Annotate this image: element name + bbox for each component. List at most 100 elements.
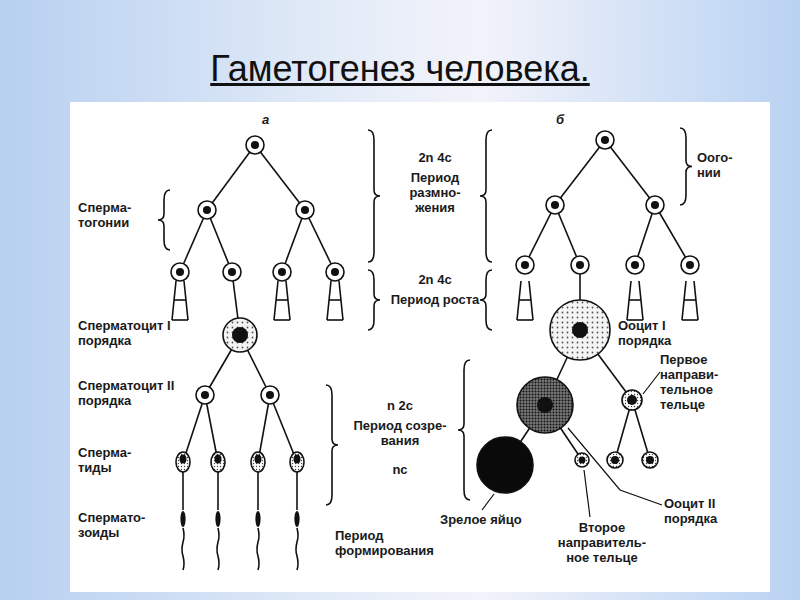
- cell-nucleus: [572, 322, 588, 338]
- lineage-line: [684, 299, 696, 301]
- cell-nucleus: [278, 268, 286, 276]
- cell-body: [223, 318, 257, 352]
- period-brace: [458, 360, 470, 500]
- cell-body: [196, 386, 214, 404]
- lineage-line: [282, 210, 305, 272]
- cell-nucleus: [611, 456, 619, 464]
- diagram-label: Спермато- зоиды: [78, 510, 168, 540]
- diagram-label: Сперма- тиды: [78, 445, 160, 475]
- cell-body: [261, 386, 279, 404]
- lineage-line: [629, 299, 641, 301]
- lineage-line: [174, 299, 186, 301]
- sperm-tail: [257, 528, 259, 570]
- cell-nucleus: [651, 201, 659, 209]
- cell-nucleus: [266, 391, 274, 399]
- cell-body: [571, 256, 589, 274]
- cell-nucleus: [551, 201, 559, 209]
- cell-nucleus: [631, 261, 639, 269]
- sperm-neck: [296, 471, 298, 510]
- cell-body: [607, 452, 623, 468]
- cell-nucleus: [331, 268, 339, 276]
- sperm-head: [180, 511, 185, 527]
- spermatid-cell: [211, 452, 225, 472]
- lineage-line: [180, 210, 207, 272]
- cell-body: [296, 201, 314, 219]
- spermatid-cell: [251, 452, 265, 472]
- lineage-line: [305, 210, 335, 272]
- lineage-line: [207, 210, 232, 272]
- diagram-label: 2n 4c: [390, 150, 480, 165]
- cell-nucleus: [180, 455, 187, 464]
- sperm-head: [255, 511, 260, 527]
- lineage-line: [555, 140, 605, 205]
- cell-body: [273, 263, 291, 281]
- lineage-line: [329, 299, 341, 301]
- lineage-line: [682, 319, 698, 321]
- cell-nucleus: [646, 456, 654, 464]
- cell-nucleus: [301, 206, 309, 214]
- lineage-line: [327, 319, 343, 321]
- leader-line: [568, 428, 662, 505]
- diagram-label: Ооцит I порядка: [618, 318, 708, 348]
- cell-nucleus: [579, 457, 586, 464]
- diagram-label: Период роста: [390, 292, 480, 307]
- lineage-line: [183, 395, 205, 462]
- cell-nucleus: [294, 455, 301, 464]
- diagram-label: Ооцит II порядка: [664, 496, 754, 526]
- diagram-label: б: [556, 112, 564, 127]
- lineage-line: [519, 299, 531, 301]
- cell-nucleus: [686, 261, 694, 269]
- cell-nucleus: [228, 268, 236, 276]
- period-brace: [480, 270, 492, 330]
- cell-nucleus: [537, 397, 553, 413]
- cell-nucleus: [627, 395, 637, 405]
- sperm-neck: [217, 471, 219, 510]
- cell-body: [246, 136, 264, 154]
- lineage-line: [525, 205, 555, 265]
- cell-nucleus: [201, 391, 209, 399]
- cell-body: [596, 131, 614, 149]
- cell-nucleus: [601, 136, 609, 144]
- period-brace: [158, 190, 170, 250]
- lineage-line: [517, 319, 533, 321]
- lineage-line: [172, 319, 188, 321]
- lineage-line: [274, 319, 290, 321]
- title: Гаметогенез человека.: [210, 48, 589, 89]
- cell-nucleus: [176, 268, 184, 276]
- cell-nucleus: [215, 455, 222, 464]
- cell-body: [546, 196, 564, 214]
- cell-body: [223, 263, 241, 281]
- diagram-label: Период размно- жения: [390, 170, 480, 215]
- diagram-label: Зрелое яйцо: [440, 512, 550, 527]
- leader-line: [482, 494, 494, 510]
- diagram-label: n 2c: [352, 398, 448, 413]
- diagram-label: Период созре- вания: [352, 418, 448, 448]
- cell-body: [550, 300, 610, 360]
- cell-nucleus: [521, 261, 529, 269]
- spermatid-cell: [290, 452, 304, 472]
- sperm-neck: [257, 471, 259, 510]
- title-wrap: Гаметогенез человека.: [0, 48, 800, 90]
- cell-nucleus: [255, 455, 262, 464]
- lineage-line: [605, 140, 655, 205]
- diagram-label: Сперматоцит I порядка: [78, 318, 178, 348]
- cell-nucleus: [203, 206, 211, 214]
- cell-body: [198, 201, 216, 219]
- period-brace: [368, 130, 380, 262]
- diagram-label: Сперма- тогонии: [78, 200, 160, 230]
- cell-nucleus: [251, 141, 259, 149]
- period-brace: [326, 385, 338, 505]
- diagram-label: Оого- нии: [697, 150, 757, 180]
- cell-nucleus: [576, 261, 584, 269]
- leader-line: [584, 470, 590, 517]
- spermatid-cell: [176, 452, 190, 472]
- cell-body: [681, 256, 699, 274]
- lineage-line: [655, 205, 690, 265]
- sperm-neck: [182, 471, 184, 510]
- cell-body: [626, 256, 644, 274]
- diagram-label: Первое направи- тельное тельце: [660, 352, 760, 412]
- diagram-label: Сперматоцит II порядка: [78, 378, 178, 408]
- cell-body: [646, 196, 664, 214]
- lineage-line: [207, 145, 255, 210]
- sperm-head: [294, 511, 299, 527]
